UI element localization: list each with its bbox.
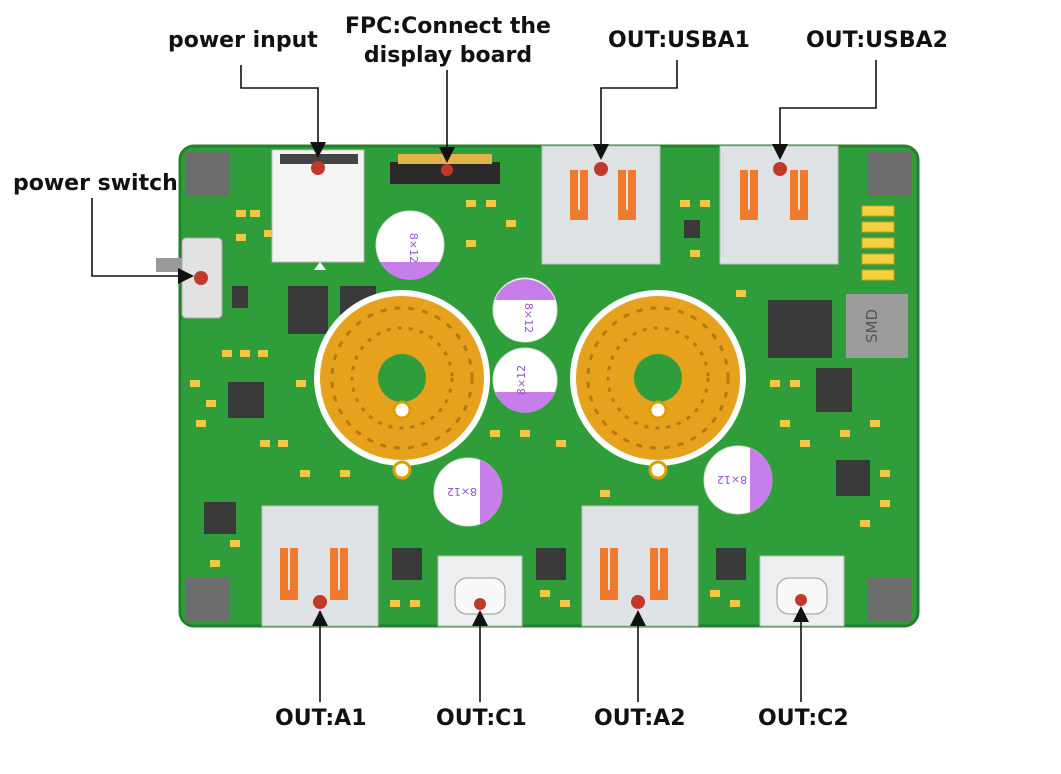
label-power-input: power input bbox=[168, 28, 318, 53]
corner-pad bbox=[868, 578, 912, 622]
usb-c-bottom-2 bbox=[759, 555, 845, 627]
fpc-connector bbox=[390, 154, 500, 184]
leader-power-switch bbox=[91, 198, 194, 284]
cap-text: 8×12 bbox=[447, 485, 477, 498]
smd-components bbox=[190, 200, 890, 607]
capacitor-5: 8×12 bbox=[703, 445, 773, 515]
label-out-c2: OUT:C2 bbox=[758, 706, 849, 731]
usb-a-bottom-2 bbox=[581, 505, 699, 627]
corner-pad bbox=[185, 578, 229, 622]
leader-usba1 bbox=[593, 60, 678, 160]
capacitor-3: 8×12 bbox=[492, 347, 558, 413]
cap-text: 8×12 bbox=[717, 473, 747, 486]
power-input-connector bbox=[271, 149, 365, 270]
corner-pad bbox=[868, 152, 912, 196]
callout-lines bbox=[91, 60, 877, 702]
cap-text: 8×12 bbox=[515, 365, 528, 395]
usb-a-bottom-1 bbox=[261, 505, 379, 627]
label-out-a1: OUT:A1 bbox=[275, 706, 367, 731]
label-usba1: OUT:USBA1 bbox=[608, 28, 750, 53]
toroid-inductor-right bbox=[570, 290, 746, 480]
smd-text: SMD bbox=[863, 309, 881, 343]
label-power-switch: power switch bbox=[13, 171, 178, 196]
capacitor-2: 8×12 bbox=[492, 277, 558, 343]
usb-a-top-1 bbox=[541, 145, 661, 265]
capacitor-1: 8×12 bbox=[375, 210, 445, 280]
label-out-a2: OUT:A2 bbox=[594, 706, 686, 731]
usb-a-top-2 bbox=[719, 145, 839, 265]
led-array bbox=[861, 205, 895, 281]
ic-chips bbox=[204, 220, 870, 580]
power-switch-component bbox=[156, 237, 223, 319]
label-usba2: OUT:USBA2 bbox=[806, 28, 948, 53]
label-fpc-line1: FPC:Connect the bbox=[345, 14, 551, 39]
usb-c-bottom-1 bbox=[437, 555, 523, 627]
capacitor-4: 8×12 bbox=[433, 457, 503, 527]
toroid-inductor-left bbox=[314, 290, 490, 480]
corner-pad bbox=[185, 152, 229, 196]
smd-inductor: SMD bbox=[846, 294, 908, 358]
leader-usba2 bbox=[772, 60, 877, 160]
cap-text: 8×12 bbox=[407, 233, 420, 263]
label-fpc-line2: display board bbox=[363, 43, 533, 68]
leader-power-input bbox=[240, 65, 326, 158]
label-out-c1: OUT:C1 bbox=[436, 706, 527, 731]
cap-text: 8×12 bbox=[522, 303, 535, 333]
